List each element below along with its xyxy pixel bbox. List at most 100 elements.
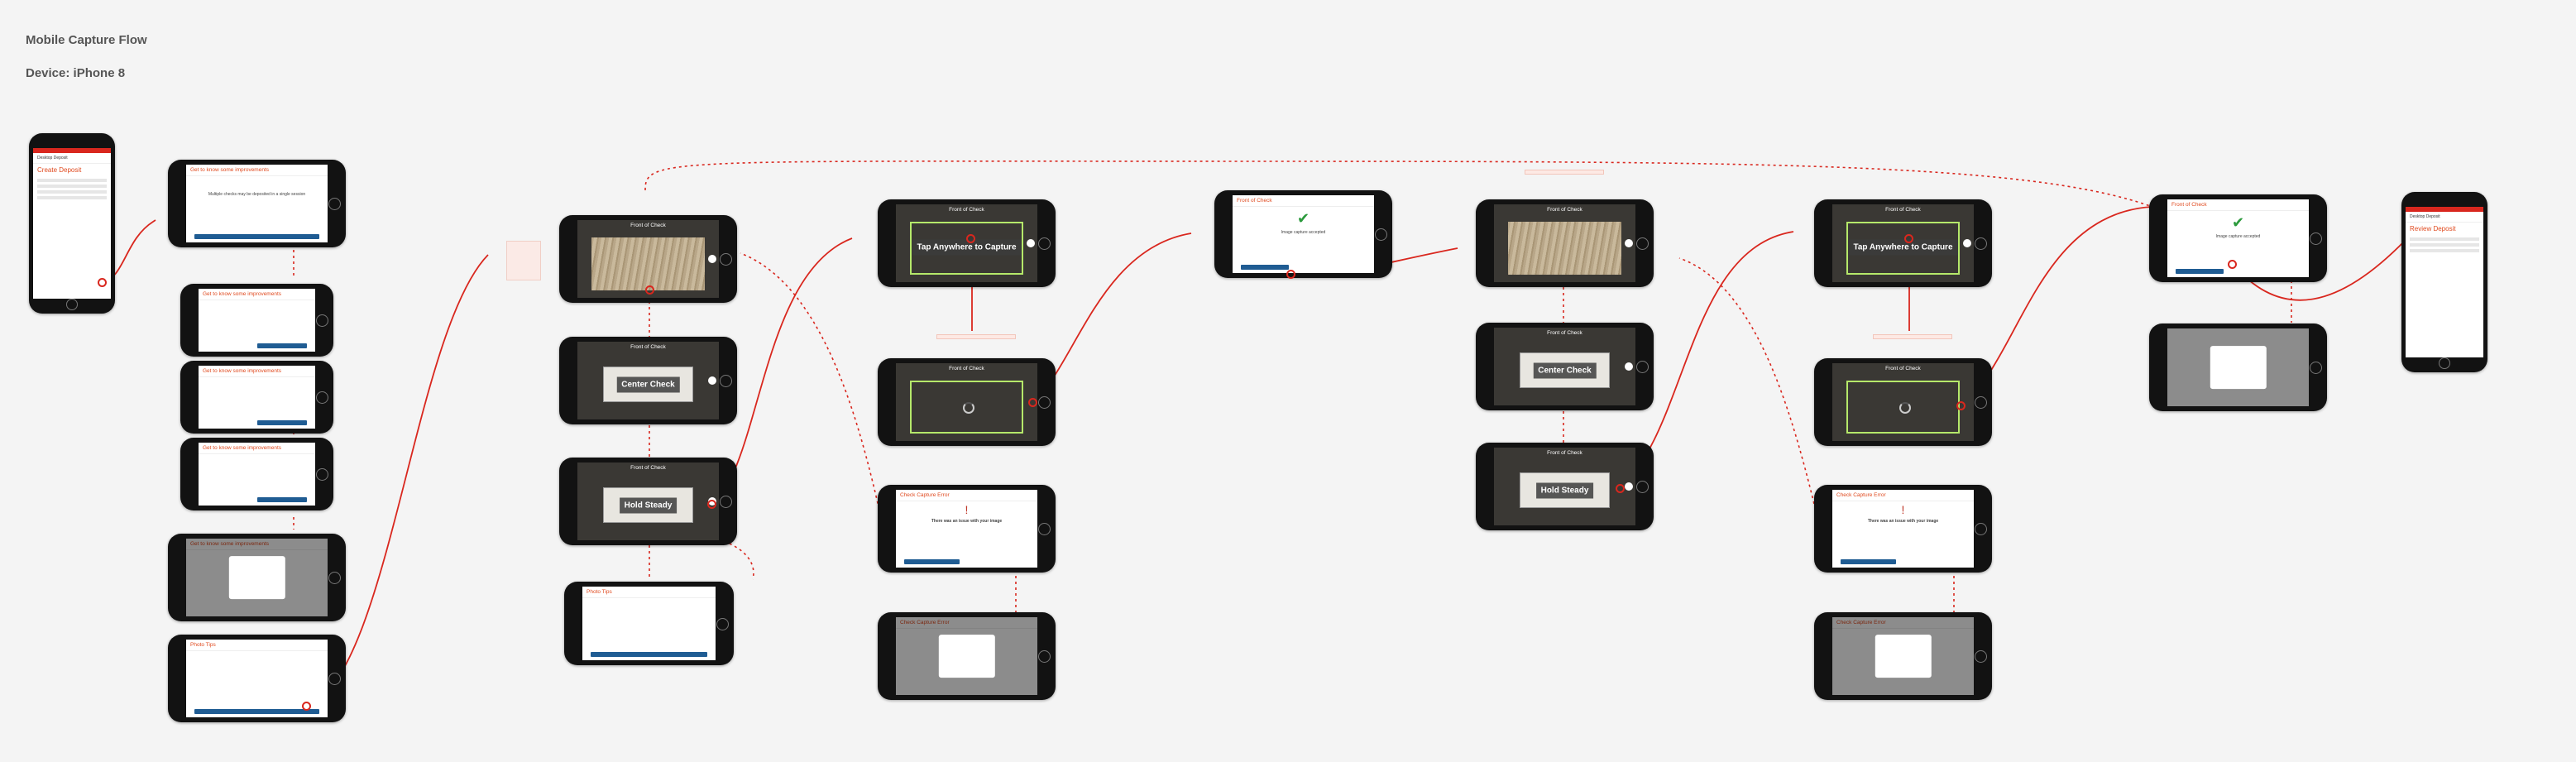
phone-back-capture-error: Check Capture Error!There was an issue w… — [1814, 485, 1992, 573]
tap-marker-icon — [1616, 484, 1625, 493]
camera-header: Front of Check — [1547, 330, 1582, 336]
modal-title: Front of Check — [1233, 195, 1374, 207]
capture-button[interactable] — [708, 376, 716, 385]
flow-arrow-dashed — [1678, 257, 1827, 555]
center-check-overlay: Center Check — [1533, 362, 1597, 379]
screen-title: Create Deposit — [37, 166, 82, 174]
phone-improvements: Get to know some improvements Multiple c… — [168, 160, 346, 247]
camera-header: Front of Check — [1885, 366, 1921, 371]
phone-photo-tips: Photo Tips — [168, 635, 346, 722]
camera-header: Front of Check — [630, 344, 666, 350]
center-check-overlay: Center Check — [616, 376, 680, 393]
phone-capture-error: Check Capture Error!There was an issue w… — [878, 485, 1056, 573]
camera-header: Front of Check — [1885, 207, 1921, 213]
next-button[interactable] — [256, 420, 307, 425]
annotation-note — [1525, 170, 1604, 175]
capture-button[interactable] — [1625, 362, 1633, 371]
capture-button[interactable] — [1027, 239, 1035, 247]
phone-camera-back-empty: Front of Check — [1476, 199, 1654, 287]
modal-title: Get to know some improvements — [186, 165, 328, 176]
annotation-note — [936, 334, 1016, 339]
modal-body: Multiple checks may be deposited in a si… — [208, 192, 306, 197]
retake-button[interactable] — [1841, 559, 1896, 564]
flow-arrow-dashed — [712, 537, 754, 580]
error-body: There was an issue with your image — [931, 519, 1003, 524]
tap-capture-overlay[interactable]: Tap Anywhere to Capture — [1848, 239, 1958, 256]
phone-capture-error-dialog: Check Capture Error — [878, 612, 1056, 700]
tap-capture-overlay[interactable]: Tap Anywhere to Capture — [912, 239, 1022, 256]
phone-photo-tips-2: Photo Tips — [564, 582, 734, 665]
confirm-dialog — [938, 635, 995, 678]
modal-title: Get to know some improvements — [199, 289, 315, 300]
tap-marker-icon — [2228, 260, 2237, 269]
check-icon: ✔ — [2231, 214, 2245, 231]
tap-marker-icon — [966, 234, 975, 243]
loading-spinner-icon — [1898, 401, 1911, 414]
phone-improvements-dialog: Get to know some improvements — [168, 534, 346, 621]
camera-header: Front of Check — [949, 366, 984, 371]
tap-marker-icon — [707, 500, 716, 509]
capture-button[interactable] — [1625, 239, 1633, 247]
phone-camera-back-processing: Front of Check — [1814, 358, 1992, 446]
capture-button[interactable] — [708, 255, 716, 263]
home-button[interactable] — [2439, 357, 2450, 369]
confirm-dialog — [228, 556, 285, 599]
phone-image-accepted: Front of Check ✔ Image capture accepted — [1214, 190, 1392, 278]
modal-title: Get to know some improvements — [199, 366, 315, 377]
diagram-title: Mobile Capture Flow — [26, 33, 147, 47]
error-title: Check Capture Error — [896, 617, 1037, 629]
camera-header: Front of Check — [630, 223, 666, 228]
error-body: There was an issue with your image — [1867, 519, 1939, 524]
camera-header: Front of Check — [949, 207, 984, 213]
loading-spinner-icon — [962, 401, 974, 414]
app-title: Desktop Deposit — [2406, 212, 2483, 223]
retake-button[interactable] — [904, 559, 960, 564]
accepted-text: Image capture accepted — [2215, 234, 2261, 239]
tap-marker-icon — [302, 702, 311, 711]
annotation-note — [1873, 334, 1952, 339]
home-button[interactable] — [66, 299, 78, 310]
tap-marker-icon — [1286, 270, 1295, 279]
flow-arrow-dashed — [740, 252, 890, 555]
confirm-dialog — [2210, 346, 2267, 389]
confirm-dialog — [1875, 635, 1932, 678]
error-title: Check Capture Error — [1832, 617, 1974, 629]
phone-back-accepted: Front of Check✔Image capture accepted — [2149, 194, 2327, 282]
phone-back-capture-error-dialog: Check Capture Error — [1814, 612, 1992, 700]
modal-title: Photo Tips — [186, 640, 328, 651]
tap-marker-icon — [1904, 234, 1913, 243]
note-card — [506, 241, 541, 280]
modal-title: Get to know some improvements — [186, 539, 328, 550]
tap-marker-icon — [1028, 398, 1037, 407]
home-button[interactable] — [328, 198, 341, 210]
phone-camera-processing: Front of Check — [878, 358, 1056, 446]
phone-back-dialog — [2149, 323, 2327, 411]
continue-button[interactable] — [2176, 269, 2224, 274]
phone-improvements-2: Get to know some improvements — [180, 284, 333, 357]
next-button[interactable] — [256, 343, 307, 348]
tap-marker-icon — [98, 278, 107, 287]
check-icon: ✔ — [1296, 210, 1310, 227]
accepted-text: Image capture accepted — [1281, 230, 1326, 235]
modal-title: Get to know some improvements — [199, 443, 315, 454]
hold-steady-overlay: Hold Steady — [1535, 482, 1594, 499]
tap-marker-icon — [1956, 401, 1966, 410]
modal-title: Photo Tips — [582, 587, 716, 598]
capture-button[interactable] — [1625, 482, 1633, 491]
flow-arrow — [1033, 232, 1192, 402]
error-icon: ! — [1901, 503, 1905, 516]
hold-steady-overlay: Hold Steady — [619, 497, 678, 514]
capture-button[interactable] — [1963, 239, 1971, 247]
continue-button[interactable] — [1241, 265, 1290, 270]
continue-button[interactable] — [194, 709, 319, 714]
next-button[interactable] — [194, 234, 319, 239]
phone-improvements-3: Get to know some improvements — [180, 361, 333, 434]
next-button[interactable] — [256, 497, 307, 502]
continue-button[interactable] — [591, 652, 707, 657]
camera-header: Front of Check — [1547, 450, 1582, 456]
camera-header: Front of Check — [1547, 207, 1582, 213]
